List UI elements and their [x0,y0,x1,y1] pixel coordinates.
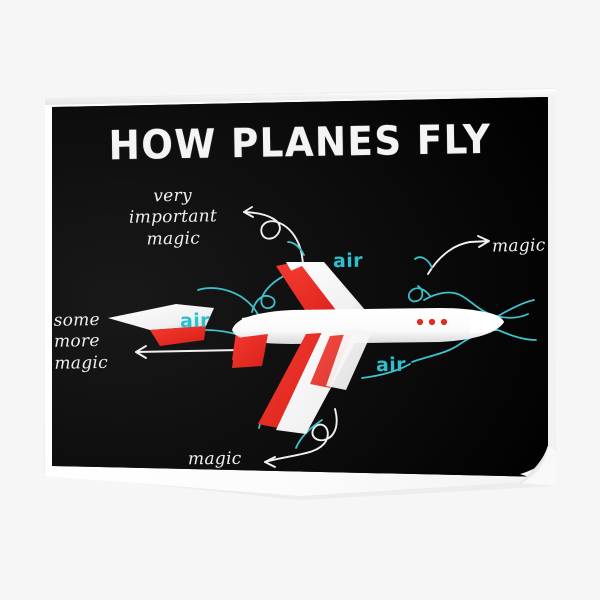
poster: HOW PLANES FLY very important magic some… [45,89,557,496]
poster-mockup-stage: HOW PLANES FLY very important magic some… [45,89,557,496]
poster-curl-icon [519,445,557,484]
